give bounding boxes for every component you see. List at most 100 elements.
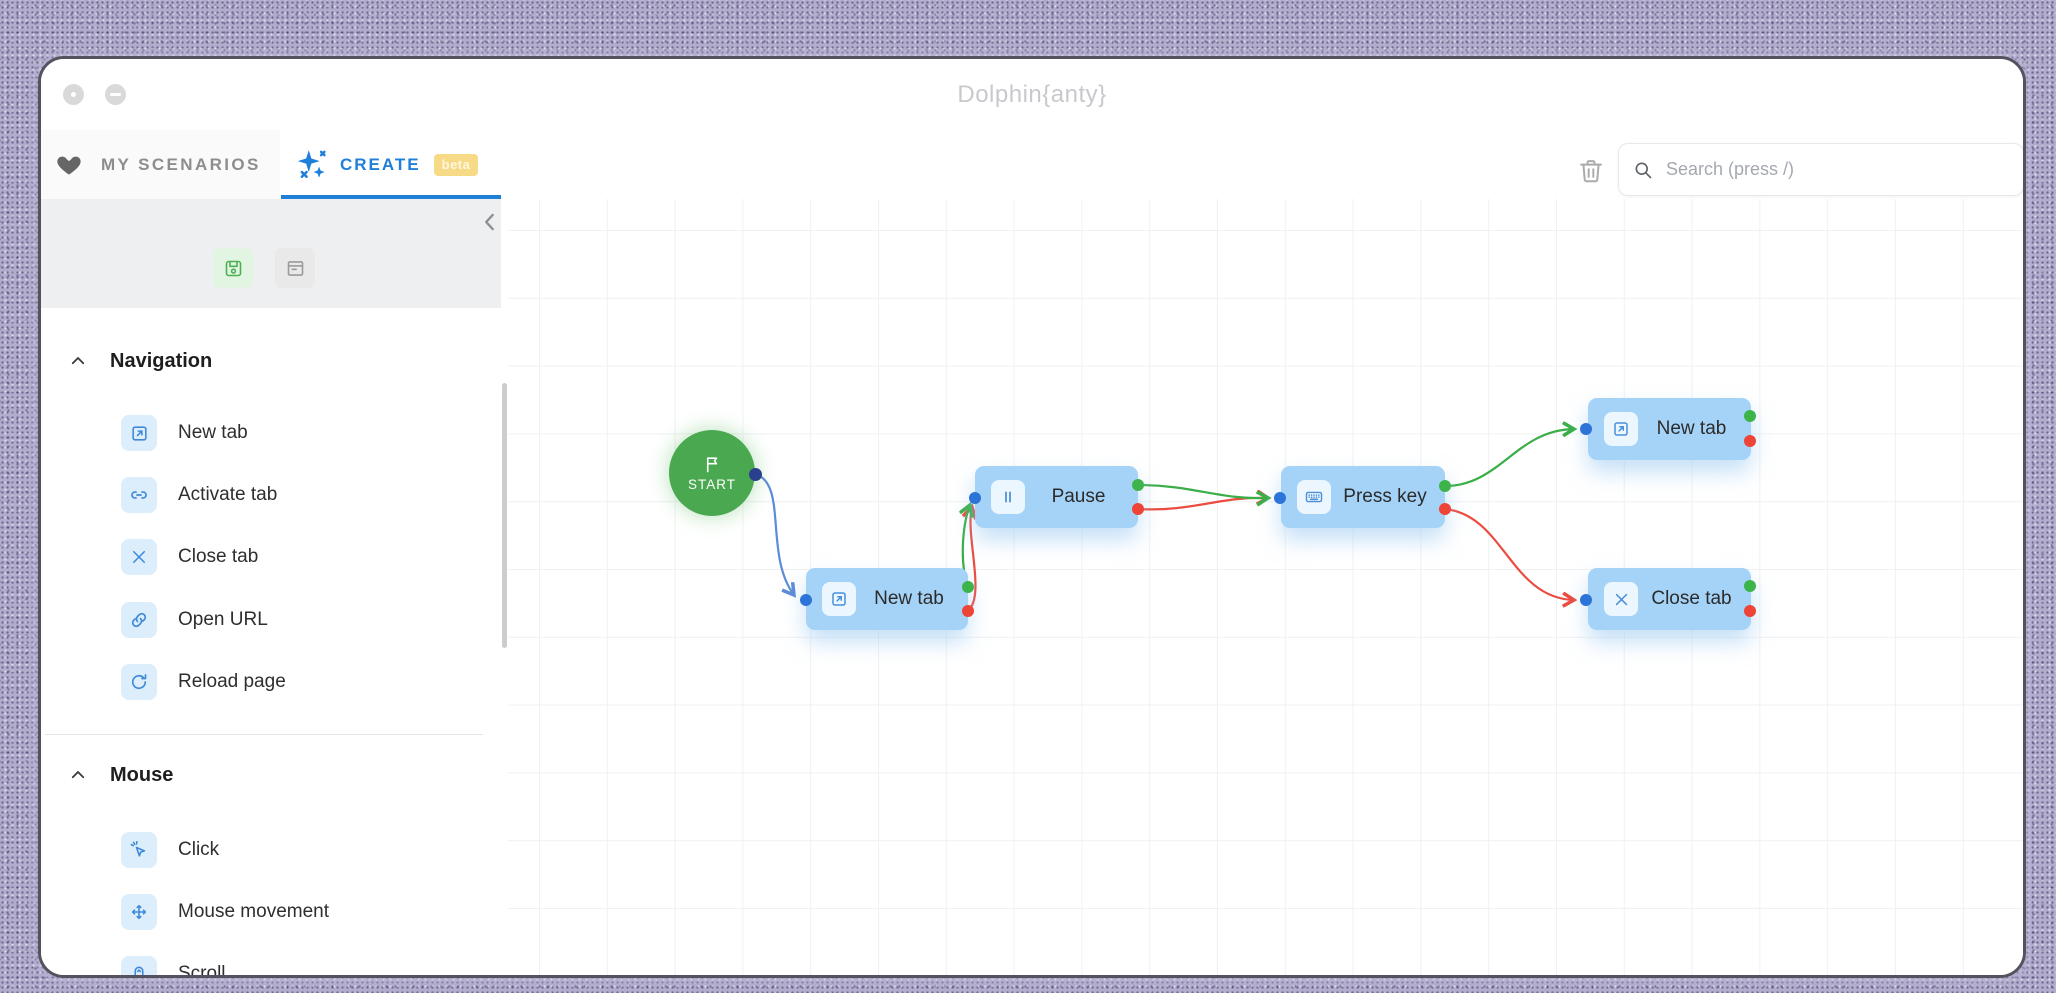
port-press-key-success[interactable] bbox=[1439, 480, 1451, 492]
port-pause-input[interactable] bbox=[969, 492, 981, 504]
pause-icon bbox=[991, 480, 1025, 514]
scroll-icon bbox=[121, 956, 157, 975]
save-scenario-button[interactable] bbox=[213, 248, 253, 288]
trash-button[interactable] bbox=[1577, 156, 1605, 186]
node-press-key[interactable]: Press key bbox=[1281, 466, 1445, 528]
node-close-tab[interactable]: Close tab bbox=[1588, 568, 1751, 630]
minimize-icon bbox=[110, 93, 121, 96]
node-label: Press key bbox=[1343, 486, 1427, 507]
port-new-tab-2-input[interactable] bbox=[1580, 423, 1592, 435]
sidebar-scrollbar[interactable] bbox=[502, 383, 507, 648]
start-node-label: START bbox=[687, 476, 736, 492]
reload-page-icon bbox=[121, 664, 157, 700]
panel-view-button[interactable] bbox=[275, 248, 315, 288]
open-url-icon bbox=[121, 602, 157, 638]
keyboard-icon bbox=[1297, 480, 1331, 514]
sidebar-item-label: Activate tab bbox=[178, 484, 278, 505]
tab-my-scenarios-label: MY SCENARIOS bbox=[101, 154, 261, 174]
node-label: New tab bbox=[874, 588, 944, 609]
sidebar-toolbar bbox=[41, 199, 501, 308]
chevron-up-icon bbox=[71, 357, 85, 365]
search-box bbox=[1618, 143, 2023, 196]
tab-bar: MY SCENARIOS CREATE beta bbox=[41, 130, 2023, 199]
node-pause[interactable]: Pause bbox=[975, 466, 1138, 528]
port-close-tab-input[interactable] bbox=[1580, 594, 1592, 606]
sidebar-item-label: Close tab bbox=[178, 546, 259, 567]
port-pause-success[interactable] bbox=[1132, 479, 1144, 491]
new-tab-icon bbox=[822, 582, 856, 616]
port-close-tab-error[interactable] bbox=[1744, 605, 1756, 617]
sparkles-icon bbox=[297, 150, 326, 178]
new-tab-icon bbox=[1604, 412, 1638, 446]
node-label: Pause bbox=[1051, 486, 1106, 507]
mouse-movement-icon bbox=[121, 894, 157, 930]
save-icon bbox=[225, 260, 241, 276]
window-close-button[interactable] bbox=[63, 84, 84, 105]
port-close-tab-success[interactable] bbox=[1744, 580, 1756, 592]
window-button-dot-icon bbox=[71, 92, 76, 97]
heart-icon bbox=[57, 156, 81, 175]
activate-tab-icon bbox=[121, 477, 157, 513]
window-panel-icon bbox=[287, 260, 303, 276]
edge-press-key-success-to-new-tab[interactable] bbox=[1444, 429, 1574, 488]
port-new-tab-2-success[interactable] bbox=[1744, 410, 1756, 422]
section-header-navigation[interactable]: Navigation bbox=[41, 346, 501, 376]
section-title: Mouse bbox=[110, 763, 174, 786]
start-node[interactable]: START bbox=[669, 430, 755, 516]
sidebar-item-label: Open URL bbox=[178, 609, 268, 630]
node-label: Close tab bbox=[1651, 588, 1732, 609]
sidebar-item-label: Scroll bbox=[178, 963, 226, 978]
tab-create[interactable]: CREATE beta bbox=[280, 130, 501, 199]
chevron-up-icon bbox=[71, 771, 85, 779]
port-pause-error[interactable] bbox=[1132, 503, 1144, 515]
sidebar-item-label: Reload page bbox=[178, 671, 286, 692]
window-minimize-button[interactable] bbox=[105, 84, 126, 105]
edge-new-tab-error-to-pause[interactable] bbox=[968, 507, 975, 612]
title-bar: Dolphin{anty} bbox=[41, 59, 2023, 131]
chevron-left-icon bbox=[485, 213, 494, 231]
section-header-mouse[interactable]: Mouse bbox=[41, 760, 501, 790]
edge-start-to-new-tab[interactable] bbox=[754, 472, 794, 595]
beta-badge: beta bbox=[433, 153, 479, 176]
new-tab-icon bbox=[121, 415, 157, 451]
sidebar-item-label: New tab bbox=[178, 422, 248, 443]
sidebar-item-mouse-movement[interactable]: Mouse movement bbox=[41, 894, 501, 930]
port-press-key-error[interactable] bbox=[1439, 503, 1451, 515]
port-press-key-input[interactable] bbox=[1274, 492, 1286, 504]
section-divider bbox=[45, 734, 483, 735]
edge-pause-success-to-press-key[interactable] bbox=[1137, 483, 1268, 498]
sidebar-item-activate-tab[interactable]: Activate tab bbox=[41, 477, 501, 513]
search-icon bbox=[1635, 162, 1652, 178]
sidebar-item-reload-page[interactable]: Reload page bbox=[41, 664, 501, 700]
sidebar-item-label: Click bbox=[178, 839, 220, 860]
sidebar-item-open-url[interactable]: Open URL bbox=[41, 602, 501, 638]
trash-icon bbox=[1580, 160, 1602, 183]
sidebar-item-label: Mouse movement bbox=[178, 901, 330, 922]
flag-icon bbox=[706, 456, 717, 472]
search-input[interactable] bbox=[1664, 158, 2009, 181]
port-new-tab-1-input[interactable] bbox=[800, 594, 812, 606]
node-label: New tab bbox=[1656, 418, 1727, 439]
port-start-output[interactable] bbox=[748, 467, 762, 481]
sidebar-item-click[interactable]: Click bbox=[41, 832, 501, 868]
section-title: Navigation bbox=[110, 349, 213, 372]
sidebar-item-scroll[interactable]: Scroll bbox=[41, 956, 501, 978]
edge-pause-error-to-press-key[interactable] bbox=[1137, 498, 1268, 511]
node-new-tab-1[interactable]: New tab bbox=[806, 568, 968, 630]
node-new-tab-2[interactable]: New tab bbox=[1588, 398, 1751, 460]
actions-sidebar: Navigation New tab Activate tab Close ta… bbox=[41, 199, 508, 975]
collapse-sidebar-button[interactable] bbox=[477, 209, 503, 235]
port-new-tab-1-success[interactable] bbox=[962, 581, 974, 593]
tab-create-label: CREATE bbox=[340, 154, 421, 174]
edge-press-key-error-to-close-tab[interactable] bbox=[1444, 507, 1574, 600]
close-tab-icon bbox=[1604, 582, 1638, 616]
window-title: Dolphin{anty} bbox=[957, 81, 1107, 108]
scenario-canvas[interactable]: START New tab Pause Press key bbox=[508, 199, 2023, 975]
close-tab-icon bbox=[121, 539, 157, 575]
click-icon bbox=[121, 832, 157, 868]
port-new-tab-2-error[interactable] bbox=[1744, 435, 1756, 447]
tab-my-scenarios[interactable]: MY SCENARIOS bbox=[41, 130, 280, 199]
sidebar-item-close-tab[interactable]: Close tab bbox=[41, 539, 501, 575]
port-new-tab-1-error[interactable] bbox=[962, 605, 974, 617]
sidebar-item-new-tab[interactable]: New tab bbox=[41, 415, 501, 451]
